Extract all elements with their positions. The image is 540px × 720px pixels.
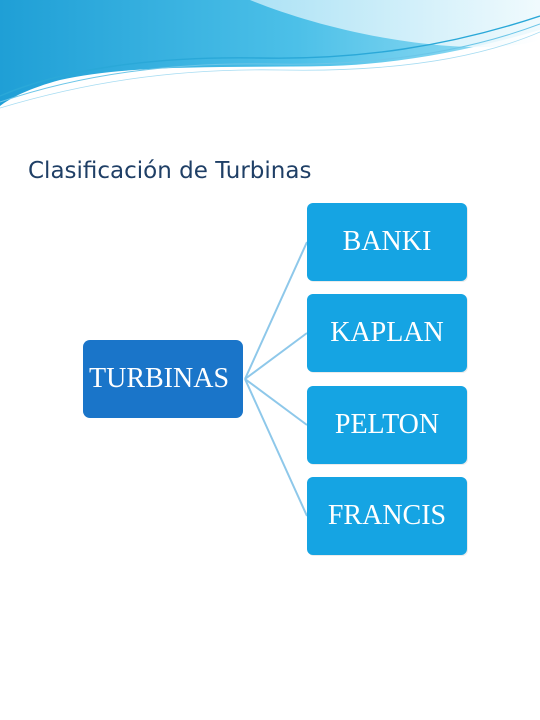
child-node-banki: BANKI: [307, 203, 467, 281]
child-node-francis: FRANCIS: [307, 477, 467, 555]
child-node-kaplan: KAPLAN: [307, 294, 467, 372]
child-node-label: KAPLAN: [330, 317, 444, 348]
connector-banki: [244, 241, 308, 380]
child-node-pelton: PELTON: [307, 386, 467, 464]
connector-kaplan: [244, 332, 308, 380]
root-node-turbinas: TURBINAS: [83, 340, 243, 418]
child-node-label: FRANCIS: [327, 500, 447, 531]
child-node-label: BANKI: [342, 226, 432, 257]
child-node-label: PELTON: [334, 409, 440, 440]
header-wave-decoration: [0, 0, 540, 109]
connector-francis: [244, 378, 308, 517]
slide-title: Clasificación de Turbinas: [28, 158, 312, 184]
root-node-label: TURBINAS: [89, 363, 230, 394]
connector-pelton: [244, 378, 308, 426]
